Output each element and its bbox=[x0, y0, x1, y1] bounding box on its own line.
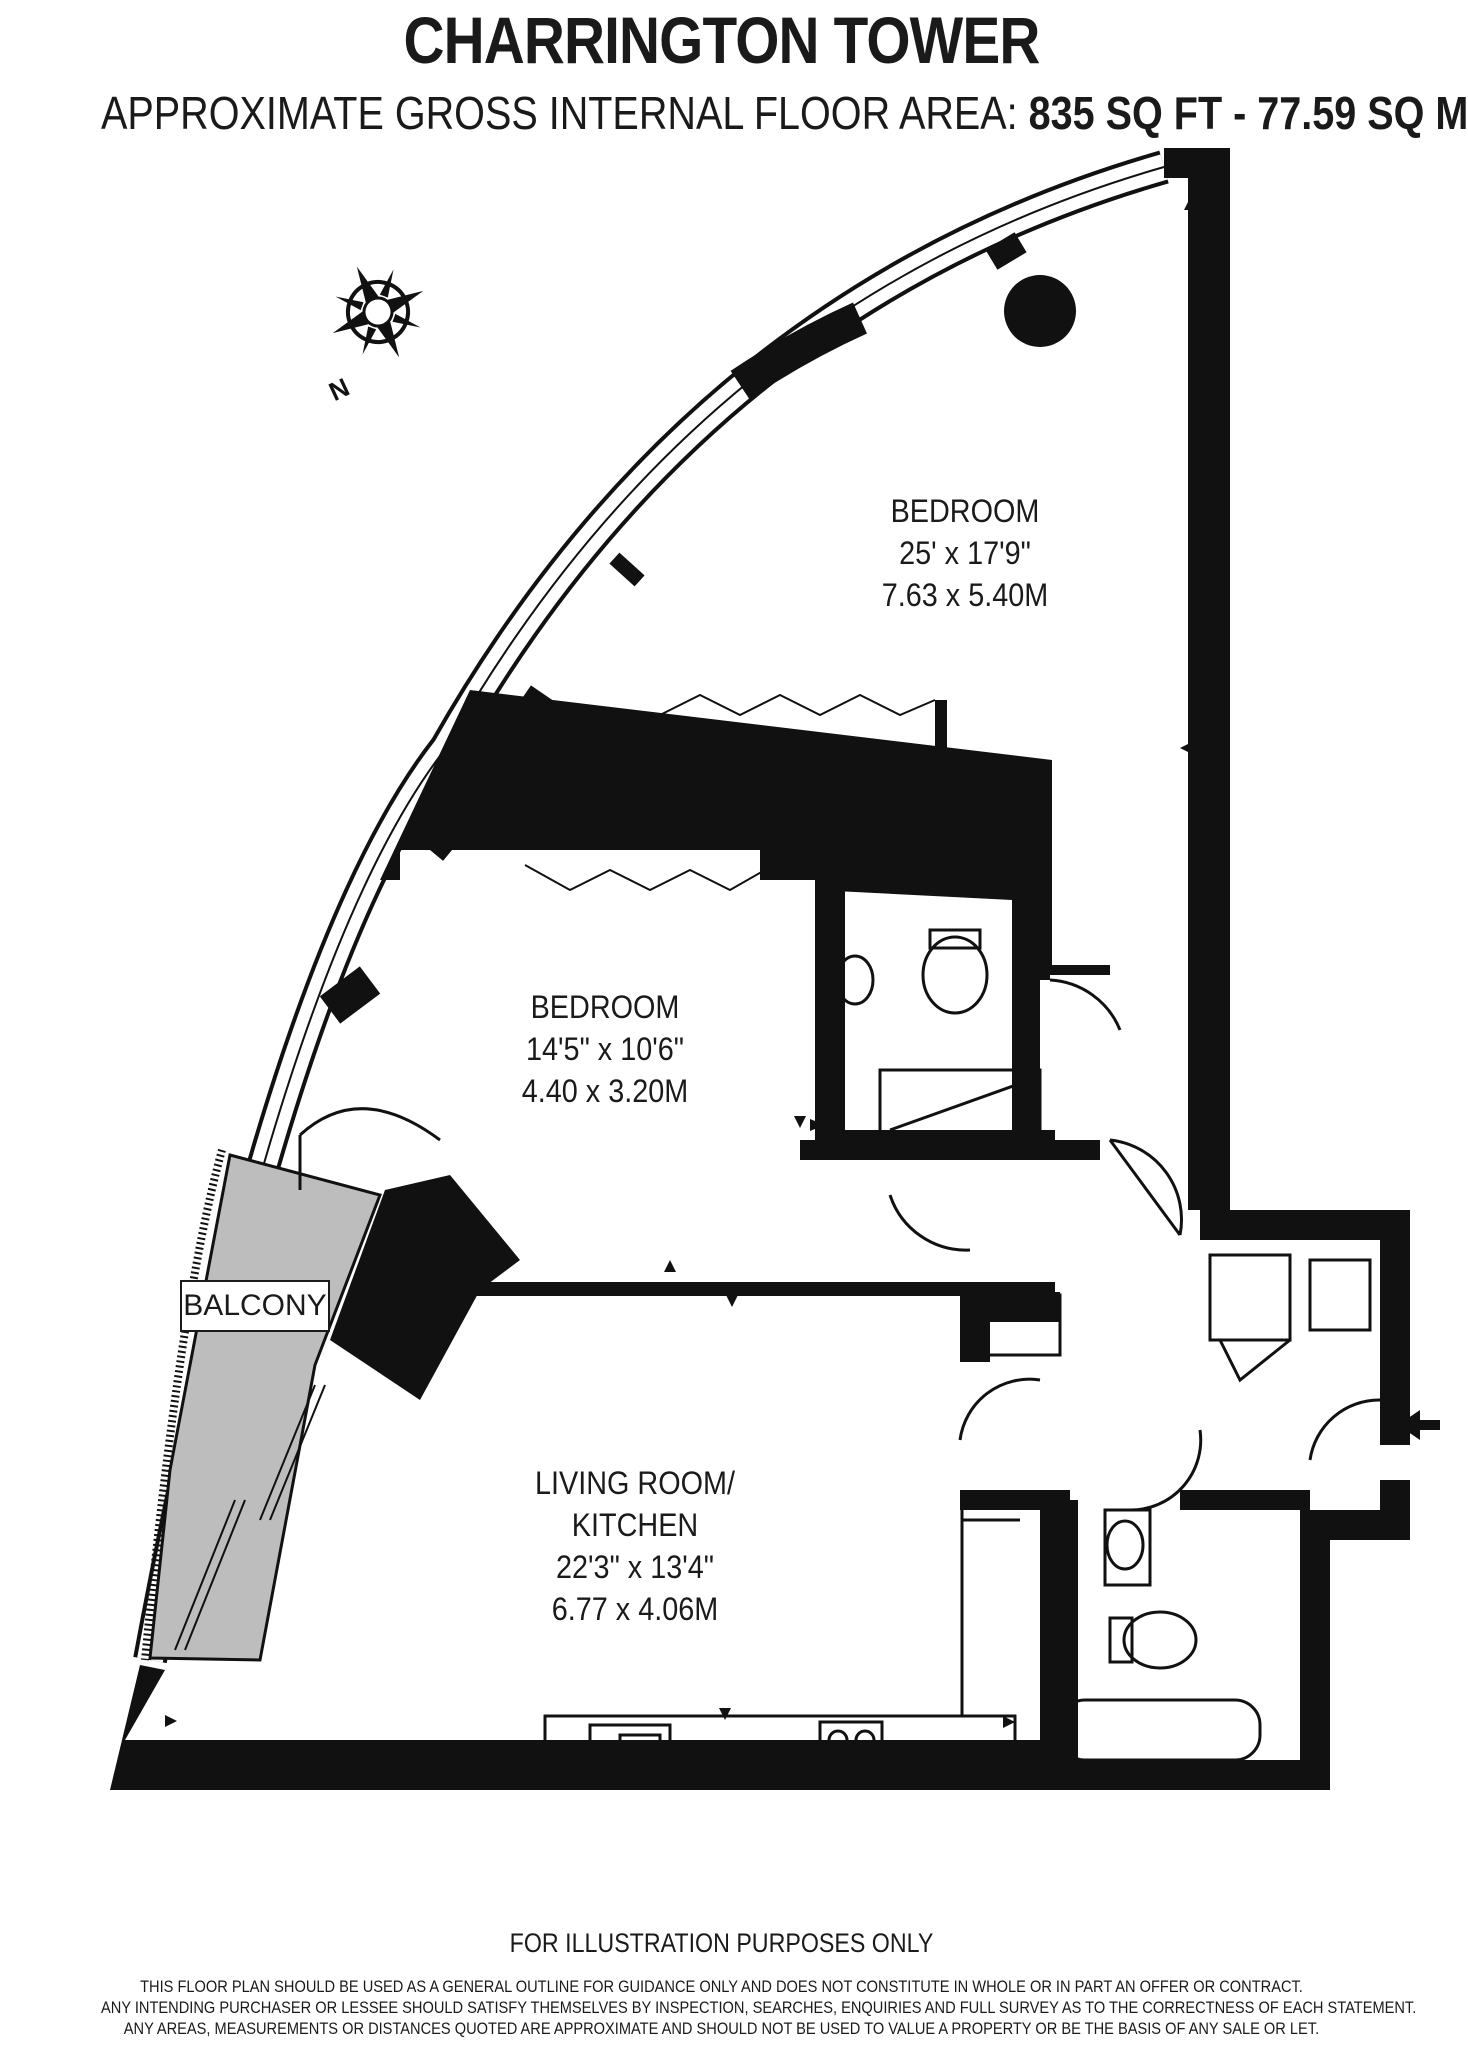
interior-walls bbox=[330, 690, 1060, 1400]
disclaimer-line-2: ANY INTENDING PURCHASER OR LESSEE SHOULD… bbox=[101, 1998, 1417, 2017]
plan-title: CHARRINGTON TOWER bbox=[403, 3, 1040, 77]
room-dim-metric: 7.63 x 5.40M bbox=[881, 577, 1049, 613]
sliding-doors bbox=[174, 1384, 326, 1651]
floor-area-label: APPROXIMATE GROSS INTERNAL FLOOR AREA: bbox=[101, 87, 1018, 139]
room-label-bedroom-1: BEDROOM 25' x 17'9" 7.63 x 5.40M bbox=[853, 490, 1078, 616]
bathtub bbox=[1058, 1698, 1262, 1762]
sink bbox=[588, 1723, 672, 1777]
disclaimer-line-1: THIS FLOOR PLAN SHOULD BE USED AS A GENE… bbox=[140, 1977, 1303, 1996]
bathroom-walls bbox=[960, 1490, 1310, 1780]
room-label-balcony: BALCONY bbox=[180, 1280, 330, 1332]
basin-main bbox=[1105, 1519, 1145, 1571]
hob bbox=[818, 1720, 884, 1784]
compass-rose-icon bbox=[332, 266, 424, 358]
hall-cupboards bbox=[983, 1253, 1372, 1357]
entrance-arrow-icon bbox=[1398, 1410, 1440, 1440]
balcony bbox=[141, 1148, 382, 1662]
illustration-notice: FOR ILLUSTRATION PURPOSES ONLY bbox=[509, 1928, 934, 1958]
room-dim-imperial: 22'3" x 13'4" bbox=[556, 1549, 714, 1585]
room-dim-imperial: 14'5" x 10'6" bbox=[526, 1031, 684, 1067]
room-dim-metric: 4.40 x 3.20M bbox=[521, 1073, 689, 1109]
structural-column bbox=[1004, 275, 1076, 347]
toilet-main bbox=[1122, 1610, 1198, 1670]
room-name: BEDROOM bbox=[890, 493, 1040, 529]
room-label-living-kitchen: LIVING ROOM/ KITCHEN 22'3" x 13'4" 6.77 … bbox=[514, 1462, 757, 1630]
floor-area-value: 835 SQ FT - 77.59 SQ M bbox=[1028, 87, 1468, 139]
room-dim-metric: 6.77 x 4.06M bbox=[551, 1591, 719, 1627]
opening-markers bbox=[165, 198, 1196, 1728]
room-name-line1: LIVING ROOM/ bbox=[534, 1465, 736, 1501]
kitchen-units bbox=[543, 1500, 1020, 1786]
room-dim-imperial: 25' x 17'9" bbox=[899, 535, 1031, 571]
ensuite-walls bbox=[800, 965, 1110, 1160]
ensuite-bathroom bbox=[835, 928, 1042, 1142]
floor-area-line: APPROXIMATE GROSS INTERNAL FLOOR AREA: 8… bbox=[101, 86, 1468, 140]
disclaimer-line-3: ANY AREAS, MEASUREMENTS OR DISTANCES QUO… bbox=[123, 2019, 1320, 2038]
basin-ensuite bbox=[835, 954, 875, 1006]
room-name-line2: KITCHEN bbox=[571, 1507, 699, 1543]
wardrobe-doors bbox=[524, 693, 936, 892]
main-bathroom bbox=[1058, 1508, 1262, 1762]
door-swings bbox=[298, 978, 1381, 1512]
toilet-ensuite bbox=[921, 935, 989, 1015]
room-label-bedroom-2: BEDROOM 14'5" x 10'6" 4.40 x 3.20M bbox=[493, 986, 718, 1112]
exterior-walls bbox=[110, 148, 1410, 1790]
compass-north-letter: N bbox=[324, 372, 354, 407]
room-name: BEDROOM bbox=[530, 989, 680, 1025]
